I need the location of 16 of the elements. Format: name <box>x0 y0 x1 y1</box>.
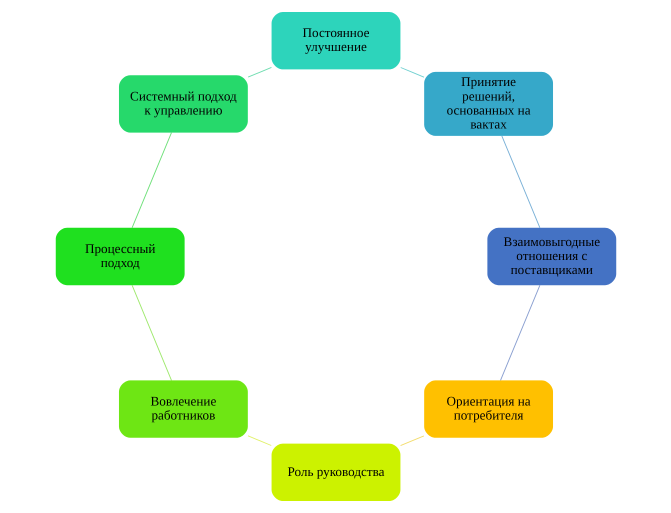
connector <box>500 135 540 228</box>
connector <box>131 284 172 381</box>
node-box: Роль руководства <box>271 444 400 501</box>
node-box: Ориентация на потребителя <box>424 380 553 438</box>
connector <box>500 284 540 381</box>
node-box: Принятие решений, основанных на вактах <box>424 72 553 136</box>
connector <box>247 435 272 446</box>
node-box: Взаимовыгодные отношения с поставщиками <box>486 228 616 286</box>
node-box: Системный подход к управлению <box>118 75 248 133</box>
connector <box>247 66 272 78</box>
connector <box>400 435 424 446</box>
connector <box>400 67 424 78</box>
node-box: Процессный подход <box>55 228 184 286</box>
node-box: Постоянное улучшение <box>271 12 400 70</box>
node-box: Вовлечение работников <box>118 380 248 438</box>
connector <box>131 132 172 228</box>
